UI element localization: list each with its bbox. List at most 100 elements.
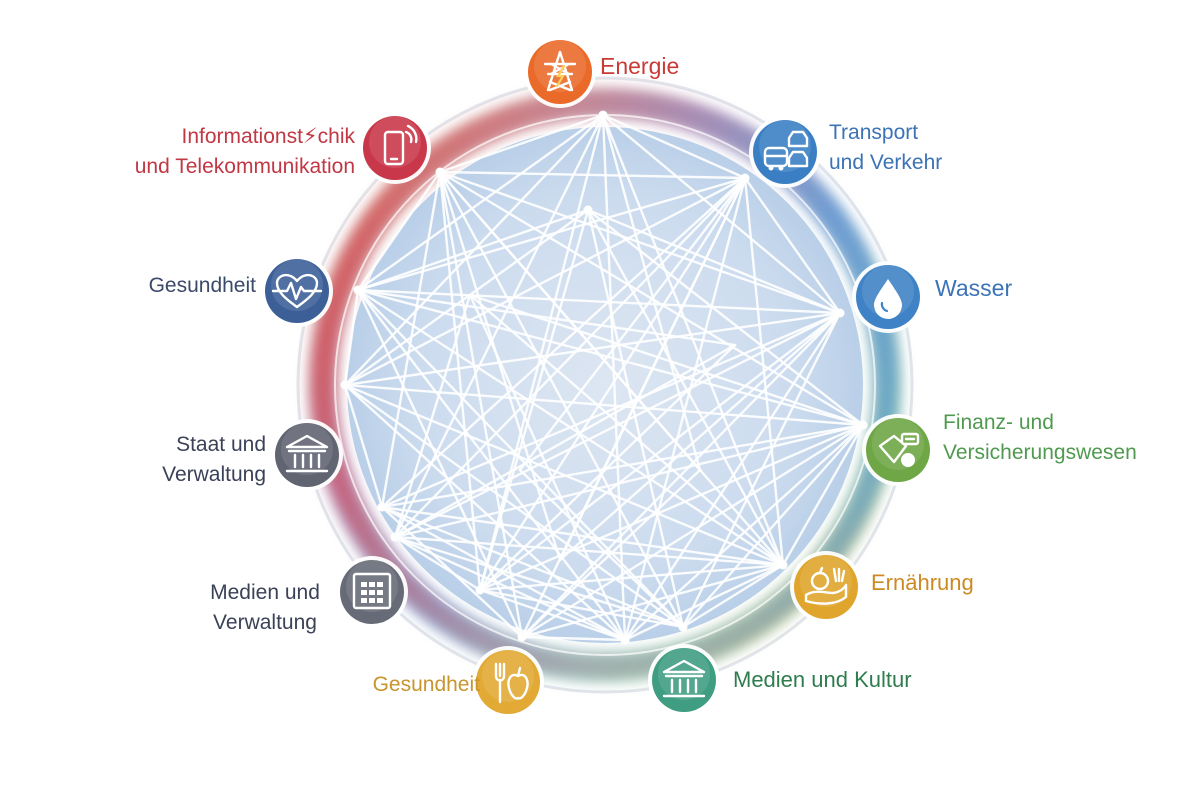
connection-line bbox=[623, 311, 842, 642]
heartbeat-icon bbox=[271, 273, 323, 309]
connection-line bbox=[393, 343, 737, 539]
ernaehrung-badge bbox=[790, 551, 862, 623]
label-ernaehrung: Ernährung bbox=[871, 567, 974, 599]
connection-line bbox=[478, 588, 685, 629]
connection-line bbox=[343, 383, 384, 509]
connection-line bbox=[343, 208, 590, 387]
connection-line bbox=[393, 535, 685, 629]
connection-line bbox=[380, 505, 627, 642]
connection-line bbox=[681, 563, 785, 629]
connection-line bbox=[343, 383, 685, 629]
connection-line bbox=[343, 383, 627, 642]
water-drop-icon bbox=[874, 279, 902, 319]
connection-line bbox=[380, 311, 842, 509]
connection-line bbox=[438, 170, 747, 180]
junction-dot bbox=[390, 532, 400, 542]
junction-dot bbox=[740, 173, 750, 183]
connection-line bbox=[393, 113, 605, 539]
connection-lines bbox=[343, 113, 865, 642]
office-building-icon bbox=[352, 572, 392, 610]
label-line: und Telekommunikation bbox=[134, 155, 355, 179]
connection-line bbox=[520, 563, 785, 639]
connection-line bbox=[356, 288, 737, 347]
label-line: Ernährung bbox=[871, 570, 974, 595]
label-wasser: Wasser bbox=[935, 272, 1012, 305]
connection-line bbox=[438, 170, 562, 562]
label-line: Verwaltung bbox=[213, 611, 317, 635]
connection-line bbox=[380, 170, 442, 509]
connection-line bbox=[438, 170, 524, 639]
connection-line bbox=[623, 176, 747, 642]
sector-icons bbox=[261, 36, 934, 718]
connection-line bbox=[393, 423, 865, 539]
connection-line bbox=[356, 288, 842, 315]
junction-dot bbox=[340, 380, 350, 390]
connection-nodes bbox=[340, 110, 868, 645]
label-line: Transport bbox=[829, 121, 919, 144]
museum-building-icon bbox=[662, 659, 706, 698]
label-line: Medien und bbox=[210, 581, 320, 604]
label-line: Gesundheit bbox=[372, 673, 480, 696]
connection-line bbox=[343, 311, 842, 387]
medien-verwaltung-badge bbox=[336, 556, 408, 628]
label-transport: Transport und Verkehr bbox=[829, 118, 942, 179]
connection-line bbox=[356, 208, 590, 292]
junction-dot bbox=[778, 560, 788, 570]
connection-line bbox=[438, 170, 842, 315]
connection-line bbox=[520, 468, 702, 639]
connection-line bbox=[438, 113, 605, 174]
outer-ring bbox=[296, 76, 914, 694]
connection-line bbox=[468, 293, 865, 427]
connection-line bbox=[558, 176, 747, 562]
connection-line bbox=[586, 208, 785, 567]
label-line: Energie bbox=[600, 53, 680, 79]
money-and-coin-icon bbox=[878, 432, 920, 467]
label-line: Versicherungswesen bbox=[943, 441, 1137, 465]
power-tower-icon bbox=[543, 50, 577, 92]
junction-dot bbox=[435, 167, 445, 177]
junction-dot bbox=[475, 585, 485, 595]
connection-line bbox=[393, 535, 482, 592]
connection-line bbox=[478, 176, 747, 592]
label-line: Gesundheit bbox=[148, 274, 256, 297]
label-gesundheit: Gesundheit bbox=[100, 271, 256, 301]
connection-line bbox=[356, 288, 865, 427]
connection-line bbox=[468, 293, 785, 567]
label-medien-kultur: Medien und Kultur bbox=[733, 664, 912, 696]
label-line: Informationst⚡chik bbox=[181, 125, 355, 148]
label-finanz: Finanz- und Versicherungswesen bbox=[943, 408, 1137, 469]
connection-line bbox=[380, 176, 747, 509]
connection-line bbox=[781, 423, 865, 567]
label-line: und Verkehr bbox=[829, 151, 943, 175]
connection-line bbox=[586, 208, 842, 315]
connection-line bbox=[356, 113, 605, 292]
connection-line bbox=[743, 176, 842, 315]
junction-dot bbox=[620, 635, 630, 645]
label-ikt: Informationst⚡chik und Telekommunikation bbox=[90, 122, 355, 183]
connection-line bbox=[380, 505, 785, 567]
connection-line bbox=[343, 176, 747, 387]
government-building-icon bbox=[285, 434, 329, 473]
connection-line bbox=[356, 176, 747, 292]
label-gesundheit-food: Gesundheit bbox=[340, 670, 480, 700]
junction-dot bbox=[835, 308, 845, 318]
junction-dot bbox=[353, 285, 363, 295]
smartphone-icon bbox=[383, 124, 418, 166]
connection-line bbox=[393, 535, 785, 567]
gesundheit-food-badge bbox=[472, 646, 544, 718]
label-energie: Energie bbox=[600, 50, 679, 83]
fruit-in-hand-icon bbox=[804, 566, 848, 605]
connection-line bbox=[356, 170, 442, 292]
connection-line bbox=[601, 113, 747, 180]
ikt-badge bbox=[359, 112, 431, 184]
connection-line bbox=[343, 288, 360, 387]
medien-kultur-badge bbox=[648, 644, 720, 716]
connection-line bbox=[558, 311, 842, 562]
connection-line bbox=[343, 383, 865, 427]
energie-badge bbox=[524, 36, 596, 108]
junction-dot bbox=[517, 632, 527, 642]
label-medien-verwaltung: Medien und Verwaltung bbox=[200, 578, 330, 639]
label-staat: Staat und Verwaltung bbox=[110, 430, 266, 491]
